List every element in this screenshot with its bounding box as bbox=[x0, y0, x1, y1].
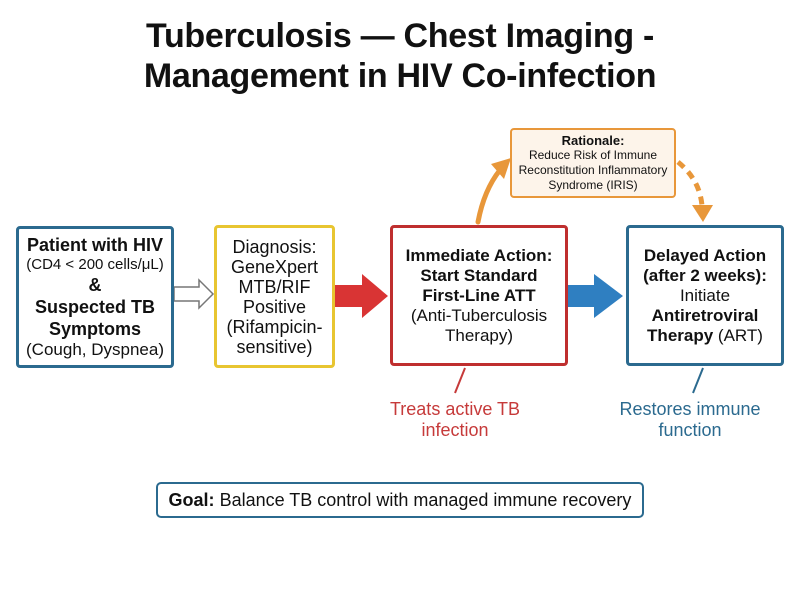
goal-text: Balance TB control with managed immune r… bbox=[219, 489, 632, 510]
patient-symptoms: Symptoms bbox=[48, 319, 142, 339]
delayed-line-2: (after 2 weeks): bbox=[643, 265, 767, 285]
patient-cd4: (CD4 < 200 cells/μL) bbox=[26, 256, 164, 273]
rationale-line-3: Syndrome (IRIS) bbox=[548, 178, 638, 192]
delayed-line-4: Antiretroviral bbox=[651, 305, 759, 325]
tb-treatment-note: Treats active TB infection bbox=[370, 399, 540, 441]
diagnosis-line-1: Diagnosis: bbox=[232, 236, 317, 257]
patient-ampersand: & bbox=[88, 275, 102, 295]
patient-heading: Patient with HIV bbox=[26, 235, 163, 255]
immune-note-line-2: function bbox=[658, 420, 722, 440]
red-arrow-icon bbox=[335, 274, 388, 318]
patient-suspected: Suspected TB bbox=[34, 297, 156, 317]
immediate-line-1: Immediate Action: bbox=[405, 245, 553, 265]
delayed-line-5-rest: (ART) bbox=[713, 325, 763, 345]
goal-box: Goal: Balance TB control with managed im… bbox=[156, 482, 644, 518]
tb-note-line-2: infection bbox=[421, 420, 489, 440]
patient-symptom-list: (Cough, Dyspnea) bbox=[26, 340, 164, 359]
diagnosis-line-3: MTB/RIF bbox=[238, 276, 311, 297]
delayed-line-5: Therapy (ART) bbox=[647, 326, 763, 346]
delayed-line-1: Delayed Action bbox=[643, 245, 767, 265]
orange-arrowhead-icon bbox=[491, 158, 511, 179]
diagnosis-line-6: sensitive) bbox=[236, 336, 313, 357]
title-line-2: Management in HIV Co-infection bbox=[143, 57, 657, 95]
goal-label: Goal: bbox=[168, 489, 215, 510]
delayed-line-5-bold: Therapy bbox=[647, 325, 714, 345]
immediate-line-4: (Anti-Tuberculosis bbox=[410, 305, 548, 325]
rationale-label: Rationale: bbox=[561, 133, 625, 148]
orange-curved-arrow-icon bbox=[475, 167, 503, 225]
immediate-action-box: Immediate Action: Start Standard First-L… bbox=[390, 225, 568, 366]
orange-dashed-arrow-icon bbox=[676, 160, 705, 207]
tb-note-connector bbox=[454, 367, 466, 394]
immune-restoration-note: Restores immune function bbox=[600, 399, 780, 441]
rationale-line-1: Reduce Risk of Immune bbox=[528, 148, 658, 162]
page-title: Tuberculosis — Chest Imaging - Managemen… bbox=[0, 16, 800, 96]
diagnosis-line-2: GeneXpert bbox=[230, 256, 319, 277]
immune-note-connector bbox=[692, 367, 704, 394]
immune-note-line-1: Restores immune bbox=[619, 399, 761, 419]
blue-arrow-icon bbox=[568, 274, 623, 318]
diagnosis-line-4: Positive bbox=[242, 296, 307, 317]
delayed-action-box: Delayed Action (after 2 weeks): Initiate… bbox=[626, 225, 784, 366]
immediate-line-5: Therapy) bbox=[444, 325, 514, 345]
title-line-1: Tuberculosis — Chest Imaging - bbox=[146, 17, 654, 55]
rationale-box: Rationale: Reduce Risk of Immune Reconst… bbox=[510, 128, 676, 198]
immediate-line-3: First-Line ATT bbox=[422, 285, 536, 305]
tb-note-line-1: Treats active TB bbox=[389, 399, 521, 419]
delayed-line-3: Initiate bbox=[679, 285, 731, 305]
rationale-line-2: Reconstitution Inflammatory bbox=[518, 163, 668, 177]
orange-dashed-arrowhead-icon bbox=[692, 205, 713, 222]
patient-box: Patient with HIV (CD4 < 200 cells/μL) & … bbox=[16, 226, 174, 368]
hollow-arrow-icon bbox=[173, 278, 215, 310]
diagnosis-line-5: (Rifampicin- bbox=[226, 316, 323, 337]
immediate-line-2: Start Standard bbox=[420, 265, 538, 285]
diagnosis-box: Diagnosis: GeneXpert MTB/RIF Positive (R… bbox=[214, 225, 335, 368]
